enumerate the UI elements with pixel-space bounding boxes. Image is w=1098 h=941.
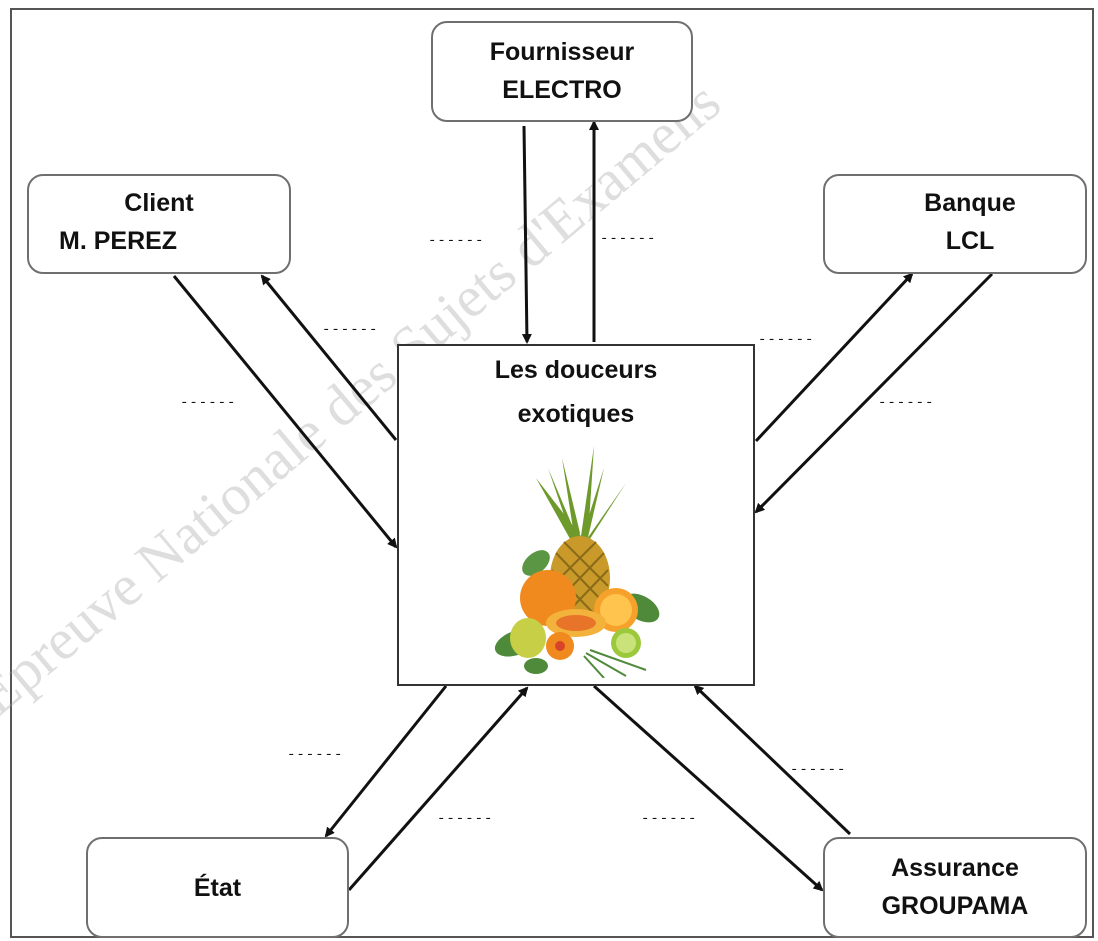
flow-label-etat-in: ------: [437, 811, 494, 827]
arrow-fournisseur-to-entreprise: [521, 125, 532, 344]
actor-fournisseur-name: ELECTRO: [502, 76, 622, 104]
arrow-etat-to-entreprise: [347, 686, 529, 891]
actor-fournisseur-role: Fournisseur: [489, 38, 635, 66]
actor-fournisseur: Fournisseur ELECTRO: [431, 21, 693, 122]
flow-label-assurance-in: ------: [790, 762, 847, 778]
flow-label-fournisseur-out: ------: [600, 231, 657, 247]
arrow-entreprise-to-banque: [754, 272, 914, 443]
actor-client-name: M. PEREZ: [59, 227, 178, 255]
actor-client-role: Client: [124, 189, 194, 217]
diagram-frame: [10, 8, 1094, 938]
entreprise-name-line2: exotiques: [517, 400, 635, 428]
actor-banque: Banque LCL: [823, 174, 1087, 274]
entreprise-box: Les douceurs exotiques: [397, 344, 755, 686]
flow-label-banque-out: ------: [758, 332, 815, 348]
arrow-assurance-to-entreprise: [693, 684, 852, 836]
arrow-entreprise-to-client: [260, 274, 398, 441]
flow-label-assurance-out: ------: [641, 811, 698, 827]
entreprise-name-line1: Les douceurs: [494, 356, 658, 384]
flow-label-banque-in: ------: [878, 395, 935, 411]
arrow-entreprise-to-assurance: [592, 684, 824, 892]
actor-assurance-name: GROUPAMA: [881, 892, 1029, 920]
actor-banque-name: LCL: [945, 227, 995, 255]
fruits-illustration: [494, 446, 660, 679]
flow-label-client-in: ------: [180, 395, 237, 411]
actor-banque-role: Banque: [924, 189, 1016, 217]
arrow-banque-to-entreprise: [754, 272, 994, 514]
flow-label-client-out: ------: [322, 322, 379, 338]
flow-label-fournisseur-in: ------: [428, 233, 485, 249]
arrow-entreprise-to-etat: [324, 685, 448, 838]
actor-etat: État: [86, 837, 349, 938]
arrow-client-to-entreprise: [172, 275, 398, 549]
actor-assurance: Assurance GROUPAMA: [823, 837, 1087, 938]
actor-etat-name: État: [193, 874, 242, 902]
actor-client: Client M. PEREZ: [27, 174, 291, 274]
actor-assurance-role: Assurance: [891, 854, 1019, 882]
flow-label-etat-out: ------: [287, 747, 344, 763]
